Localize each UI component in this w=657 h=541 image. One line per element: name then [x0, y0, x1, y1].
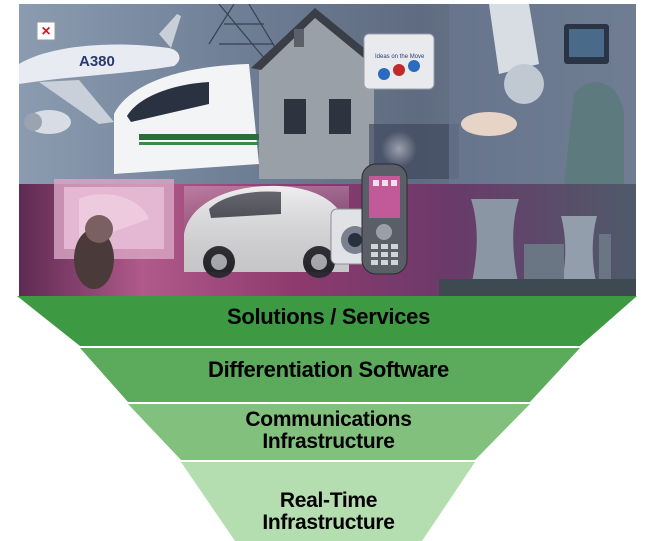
pyramid-layer-1	[17, 296, 637, 346]
layer-label-solutions-services: Solutions / Services	[226, 304, 431, 329]
pyramid-layer-4	[181, 462, 475, 541]
airplane-image: A380	[19, 14, 181, 134]
medical-scene	[449, 4, 636, 184]
ideas-card: Ideas on the Move	[363, 33, 435, 90]
layer-label-differentiation-software: Differentiation Software	[208, 357, 449, 382]
pyramid-layer-3	[128, 404, 530, 460]
layer-label-real-time-line1: Real-Time	[279, 489, 378, 512]
layer-label-communications-line2: Infrastructure	[262, 430, 395, 453]
tower-lattice	[208, 4, 280, 65]
broken-image-glyph: ×	[41, 23, 50, 40]
pyramid-layer-2	[80, 348, 580, 402]
car-image	[184, 185, 349, 278]
broken-image-icon: ×	[36, 21, 56, 41]
house-image	[251, 8, 381, 179]
power-plant-image	[439, 199, 636, 296]
layer-label-real-time-line2: Infrastructure	[262, 511, 395, 534]
ideas-card-text: Ideas on the Move	[375, 54, 425, 60]
aircraft-label: A380	[79, 53, 115, 70]
collage-banner: A380 Ideas on the Move	[19, 4, 636, 296]
layer-label-communications-infrastructure: Communications Infrastructure	[0, 409, 657, 453]
train-image	[114, 64, 259, 174]
layer-label-real-time-infrastructure: Real-Time Infrastructure	[0, 490, 657, 534]
tv-scene	[54, 179, 174, 289]
phone-image	[361, 163, 408, 275]
layer-label-communications-line1: Communications	[245, 408, 412, 431]
